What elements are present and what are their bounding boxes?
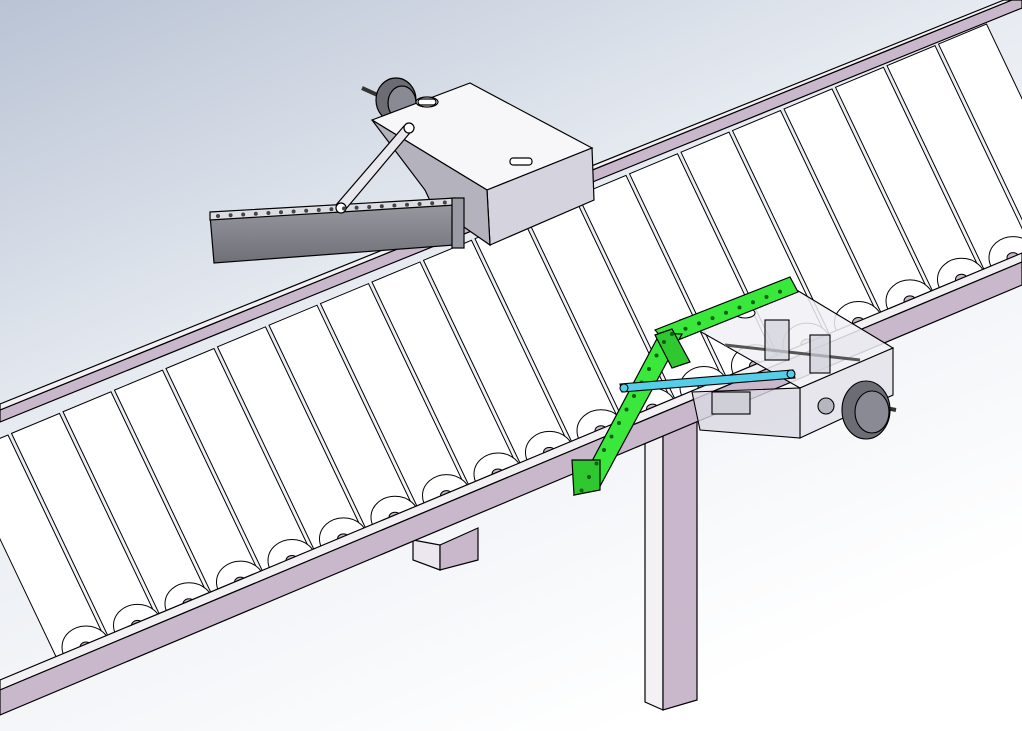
- perforation-hole: [697, 321, 701, 326]
- perforation-hole: [342, 206, 346, 211]
- rear-side-guide-assembly: [209, 77, 595, 264]
- perforation-hole: [430, 201, 435, 206]
- perforation-hole: [662, 340, 666, 344]
- perforation-hole: [670, 332, 674, 336]
- perforation-hole: [724, 310, 728, 315]
- perforation-hole: [609, 434, 614, 439]
- perforation-hole: [654, 353, 659, 358]
- perforation-hole: [304, 208, 309, 213]
- perforation-hole: [379, 204, 384, 209]
- perforation-hole: [329, 207, 334, 212]
- guide-arm-highlighted: [571, 276, 799, 496]
- perforation-hole: [405, 202, 409, 207]
- perforation-hole: [778, 289, 782, 294]
- perforation-hole: [291, 209, 296, 214]
- green-arm-perforations: [579, 289, 782, 493]
- handwheel-icon: [841, 380, 897, 440]
- perforation-hole: [624, 407, 629, 412]
- support-leg: [644, 419, 698, 711]
- perforation-hole: [632, 394, 636, 398]
- support-leg: [412, 527, 479, 571]
- linkage-bar-highlighted: [619, 369, 796, 393]
- perforation-hole: [241, 212, 246, 217]
- perforation-hole: [253, 211, 258, 216]
- perforation-hole: [266, 211, 271, 215]
- perforation-hole: [354, 205, 359, 210]
- perforation-hole: [764, 294, 769, 299]
- perforation-hole: [316, 208, 321, 212]
- perforation-hole: [228, 213, 233, 218]
- perforation-hole: [602, 448, 606, 452]
- perforation-hole: [279, 210, 283, 215]
- perforation-hole: [617, 421, 621, 425]
- perforation-hole: [710, 316, 715, 321]
- perforation-hole: [392, 203, 397, 208]
- perforation-hole: [683, 326, 688, 331]
- perforation-hole: [442, 200, 447, 205]
- roller: [937, 23, 1022, 221]
- perforation-hole: [647, 367, 651, 371]
- perforation-hole: [737, 305, 742, 310]
- perforation-hole: [216, 214, 220, 218]
- perforation-hole: [417, 202, 422, 206]
- rear-arm-perforations: [216, 200, 447, 218]
- perforation-hole: [587, 475, 591, 479]
- perforation-hole: [751, 300, 755, 305]
- perforation-hole: [367, 205, 372, 209]
- perforation-hole: [579, 488, 584, 493]
- perforation-hole: [594, 461, 599, 466]
